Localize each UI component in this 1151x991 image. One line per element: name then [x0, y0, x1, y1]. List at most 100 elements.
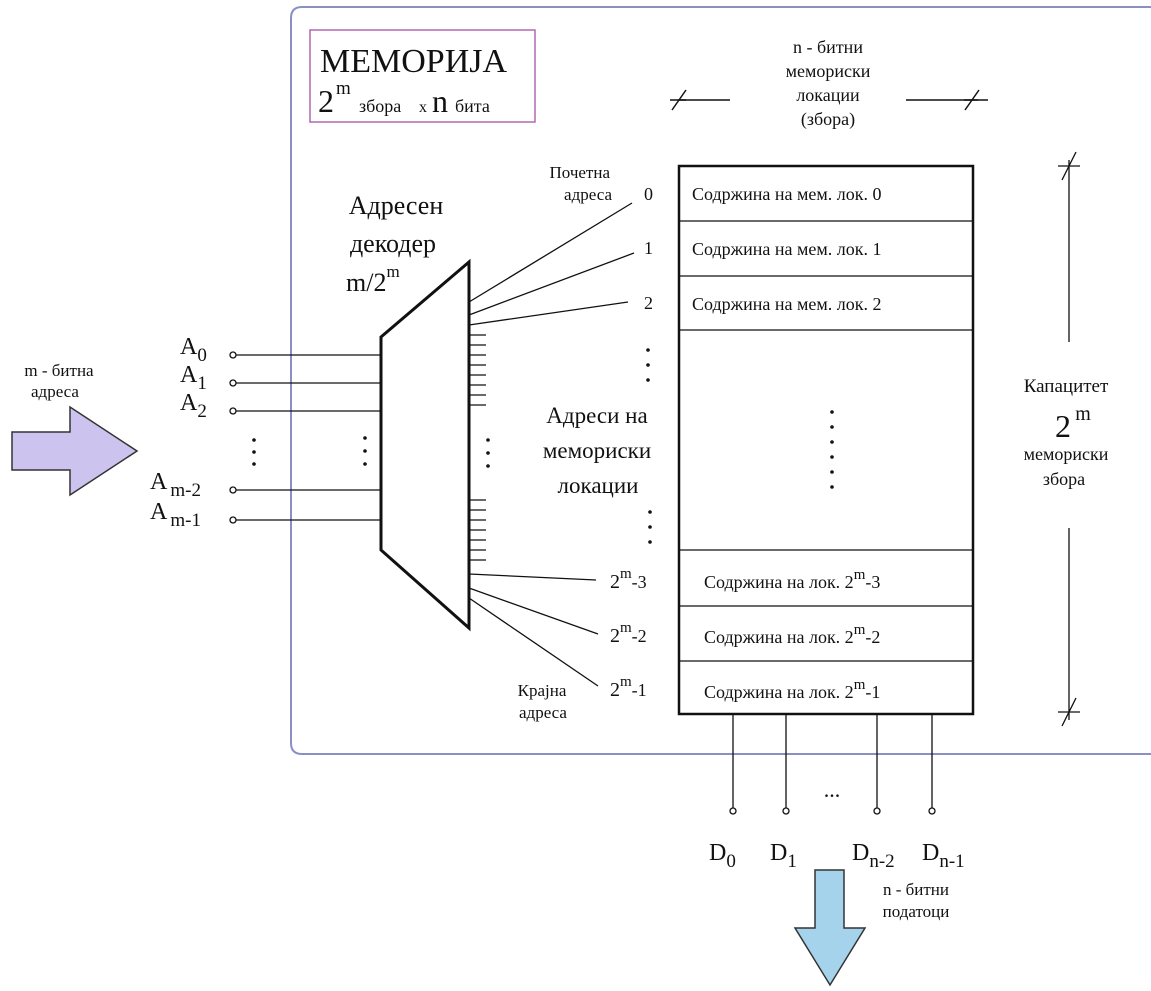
memory-cell-2: Содржина на мем. лок. 2 — [692, 294, 881, 314]
output-d0: D0 — [709, 840, 736, 872]
output-label-line-1: n - битни — [883, 880, 949, 899]
address-2: 2 — [644, 293, 653, 313]
addr-suffix: -1 — [632, 680, 647, 700]
decoder-output-stubs — [469, 334, 486, 561]
output-line-last-2 — [468, 587, 599, 635]
input-a0: A0 — [180, 334, 207, 366]
decoder-line-1: Адресен — [349, 191, 444, 220]
input-label-line-1: m - битна — [24, 361, 94, 380]
address-locations-label: Адреси на мемориски локации — [543, 403, 651, 498]
addr-base: 2 — [610, 679, 620, 701]
cell-text: Содржина на лок. 2 — [704, 572, 854, 592]
input-main: A — [150, 499, 168, 525]
decoder-ratio: m/2m — [346, 262, 400, 297]
title-bits: бита — [455, 96, 490, 116]
memory-title-box: МЕМОРИЈА 2 m збора x n бита — [309, 29, 536, 123]
addr-exp: m — [620, 620, 632, 636]
memory-cell-1: Содржина на мем. лок. 1 — [692, 239, 881, 259]
data-outputs: ... D0 D1 Dn-2 Dn-1 — [709, 714, 965, 872]
output-d1: D1 — [770, 840, 797, 872]
title-n: n — [432, 83, 448, 119]
addr-exp: m — [620, 566, 632, 582]
cell-suffix: -1 — [865, 682, 880, 702]
memory-array: Содржина на мем. лок. 0 Содржина на мем.… — [677, 164, 975, 716]
address-decoder: Адресен декодер m/2m — [346, 191, 490, 632]
memory-cell-last-1: Содржина на лок. 2m-1 — [704, 677, 880, 702]
decoder-line-2: декодер — [350, 229, 436, 258]
cell-text: Содржина на лок. 2 — [704, 682, 854, 702]
end-address-line-1: Крајна — [518, 681, 567, 700]
output-arrow: n - битни податоци — [793, 869, 950, 987]
word-width-line-2: мемориски — [786, 61, 871, 81]
output-main: D — [852, 840, 869, 866]
output-line-0 — [468, 202, 633, 303]
title-words: збора — [359, 96, 401, 116]
output-line-1 — [468, 252, 635, 316]
decoder-outputs — [468, 202, 635, 687]
output-sub: n-2 — [869, 851, 894, 872]
output-line-last-1 — [468, 597, 599, 687]
title-frame — [309, 29, 536, 123]
addr-exp: m — [620, 674, 632, 690]
title-times: x — [419, 99, 427, 116]
cell-suffix: -2 — [865, 627, 880, 647]
address-locations-line-3: локации — [558, 473, 639, 498]
start-address-line-1: Почетна — [549, 163, 610, 182]
input-arrow-shape — [11, 405, 139, 497]
decoder-ratio-base: m/2 — [346, 268, 386, 297]
addr-suffix: -2 — [632, 626, 647, 646]
input-arrow: m - битна адреса — [11, 361, 139, 497]
input-a1: A1 — [180, 362, 207, 394]
word-width-label: n - битни мемориски локации (збора) — [786, 37, 871, 130]
address-last-3: 2m-3 — [610, 566, 647, 593]
address-ellipsis — [646, 348, 652, 544]
input-a2: A2 — [180, 390, 207, 422]
output-sub: 1 — [787, 851, 797, 872]
address-0: 0 — [644, 184, 653, 204]
address-locations-line-1: Адреси на — [546, 403, 647, 428]
address-locations-line-2: мемориски — [543, 438, 651, 463]
address-1: 1 — [644, 238, 653, 258]
input-sub: m-2 — [170, 480, 201, 501]
addr-suffix: -3 — [632, 572, 647, 592]
memory-ellipsis — [830, 410, 834, 489]
input-ellipsis — [252, 438, 256, 466]
capacity-label: Капацитет 2 m мемориски збора — [1024, 376, 1109, 489]
cell-text: Содржина на лок. 2 — [704, 627, 854, 647]
input-main: A — [180, 362, 198, 388]
decoder-body — [379, 258, 471, 632]
input-sub: 1 — [197, 373, 207, 394]
capacity-exp: m — [1075, 403, 1091, 425]
address-last-2: 2m-2 — [610, 620, 647, 647]
capacity-line-2: збора — [1043, 469, 1085, 489]
memory-array-frame — [677, 164, 975, 716]
capacity-base: 2 — [1055, 408, 1071, 444]
input-main: A — [150, 469, 168, 495]
start-address-label: Почетна адреса — [549, 163, 612, 204]
word-width-line-4: (збора) — [801, 109, 855, 130]
addr-base: 2 — [610, 625, 620, 647]
input-main: A — [180, 390, 198, 416]
output-dn-1: Dn-1 — [922, 840, 965, 872]
memory-cell-0: Содржина на мем. лок. 0 — [692, 184, 881, 204]
title-name: МЕМОРИЈА — [320, 43, 507, 80]
decoder-ellipsis — [363, 436, 490, 468]
input-label-line-2: адреса — [31, 382, 79, 401]
cell-suffix: -3 — [865, 572, 880, 592]
capacity-dimension — [1058, 151, 1080, 727]
output-main: D — [770, 840, 787, 866]
title-base: 2 — [318, 83, 334, 119]
output-dn-2: Dn-2 — [852, 840, 895, 872]
input-sub: 0 — [197, 345, 207, 366]
output-main: D — [709, 840, 726, 866]
addr-base: 2 — [610, 571, 620, 593]
output-label-line-2: податоци — [883, 902, 950, 921]
output-line-2 — [468, 301, 629, 326]
word-width-line-3: локации — [796, 85, 860, 105]
word-width-dimension — [670, 89, 988, 111]
address-last-1: 2m-1 — [610, 674, 647, 701]
input-sub: 2 — [197, 401, 207, 422]
